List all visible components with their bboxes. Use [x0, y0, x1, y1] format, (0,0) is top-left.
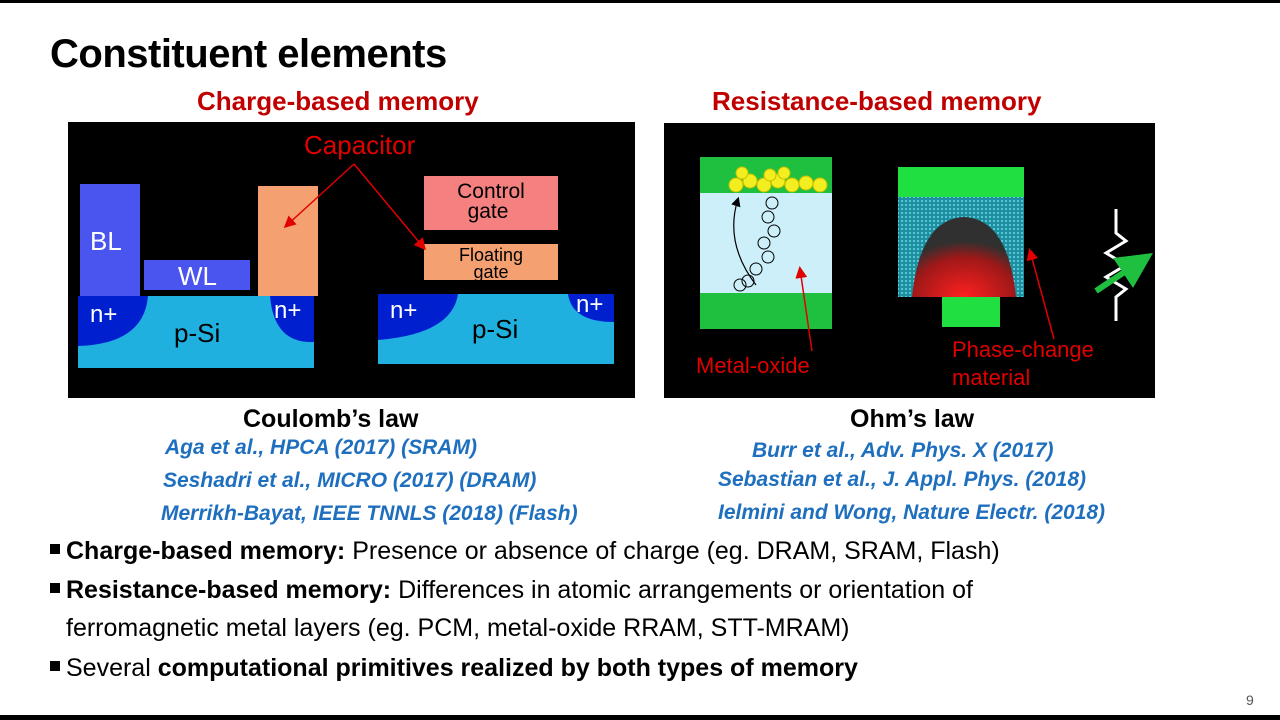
resistance-reference-3[interactable]: Ielmini and Wong, Nature Electr. (2018)	[718, 501, 1106, 524]
slide-title: Constituent elements	[50, 32, 447, 76]
charge-memory-diagram: BL WL n+ n+ p-Si Control gate Floating g…	[68, 122, 635, 398]
psi-label-2: p-Si	[472, 314, 518, 344]
bitline	[80, 184, 140, 296]
bullet-bold-text: Resistance-based memory:	[66, 576, 392, 604]
ohms-law-label: Ohm’s law	[850, 405, 975, 433]
amorphous-region	[912, 217, 1016, 297]
bullet-marker	[50, 661, 60, 672]
bullet-text: Presence or absence of charge (eg. DRAM,…	[345, 537, 1000, 565]
charge-reference-2[interactable]: Seshadri et al., MICRO (2017) (DRAM)	[163, 469, 537, 492]
n-plus-label-1: n+	[90, 301, 117, 328]
n-plus-region-left-2	[378, 294, 458, 340]
bullet-computational-primitives: Several computational primitives realize…	[50, 649, 1200, 687]
psi-label-1: p-Si	[174, 318, 220, 348]
n-plus-label-3: n+	[390, 297, 417, 324]
variable-resistor-symbol	[1103, 209, 1129, 321]
floating-gate	[424, 244, 558, 280]
n-plus-label-4: n+	[576, 291, 603, 318]
bullet-text-continued: ferromagnetic metal layers (eg. PCM, met…	[66, 614, 850, 642]
floating-gate-label-1: Floating	[459, 245, 523, 265]
page-number: 9	[1246, 692, 1254, 708]
phase-change-label-1: Phase-change	[952, 337, 1094, 362]
variable-resistor-arrow	[1094, 253, 1153, 294]
slide-bottom-border	[0, 715, 1280, 720]
metal-oxide-label: Metal-oxide	[696, 353, 810, 378]
resistance-reference-1[interactable]: Burr et al., Adv. Phys. X (2017)	[752, 439, 1054, 462]
floating-gate-label-2: gate	[473, 262, 508, 282]
charge-reference-1[interactable]: Aga et al., HPCA (2017) (SRAM)	[165, 436, 477, 459]
bullet-marker	[50, 544, 60, 555]
n-plus-label-2: n+	[274, 297, 301, 324]
phase-change-label-2: material	[952, 365, 1030, 390]
slide-top-border	[0, 0, 1280, 3]
resistance-heading: Resistance-based memory	[712, 86, 1042, 116]
bullet-bold-text: computational primitives realized by bot…	[157, 654, 858, 682]
wordline	[144, 260, 250, 290]
pcm-top-electrode	[898, 167, 1024, 197]
metal-oxide-arrow	[795, 266, 813, 352]
bullet-charge-memory: Charge-based memory: Presence or absence…	[50, 532, 1200, 570]
wl-label: WL	[178, 261, 217, 291]
phase-change-arrow	[1026, 248, 1055, 340]
ion-migration-arrow	[731, 196, 757, 286]
capacitor-arrow-1	[283, 163, 355, 229]
bullet-bold-text: Charge-based memory:	[66, 537, 346, 565]
vacancy-chain	[733, 196, 781, 292]
bullet-text: Differences in atomic arrangements or or…	[391, 576, 973, 604]
capacitor-label: Capacitor	[304, 130, 416, 160]
resistance-memory-diagram: Metal-oxide Phase-change material	[664, 123, 1155, 398]
bullet-resistance-memory: Resistance-based memory: Differences in …	[50, 571, 1200, 647]
n-plus-region-right	[270, 296, 314, 343]
control-gate-label-2: gate	[468, 200, 509, 223]
oxide-layer	[700, 193, 832, 293]
n-plus-region-right-2	[568, 294, 614, 322]
n-plus-region-left	[78, 296, 148, 346]
bl-label: BL	[90, 226, 122, 256]
bottom-electrode	[700, 293, 832, 329]
capacitor-block	[258, 186, 318, 296]
coulombs-law-label: Coulomb’s law	[243, 405, 419, 433]
resistance-reference-2[interactable]: Sebastian et al., J. Appl. Phys. (2018)	[718, 468, 1087, 491]
charge-heading: Charge-based memory	[197, 86, 479, 116]
control-gate-label-1: Control	[457, 180, 525, 203]
pcm-heater	[942, 297, 1000, 327]
control-gate	[424, 176, 558, 230]
filament-ions	[728, 166, 828, 193]
charge-reference-3[interactable]: Merrikh-Bayat, IEEE TNNLS (2018) (Flash)	[161, 502, 578, 525]
bullet-marker	[50, 583, 60, 594]
bullet-text: Several	[66, 654, 158, 682]
capacitor-arrow-2	[353, 163, 426, 251]
